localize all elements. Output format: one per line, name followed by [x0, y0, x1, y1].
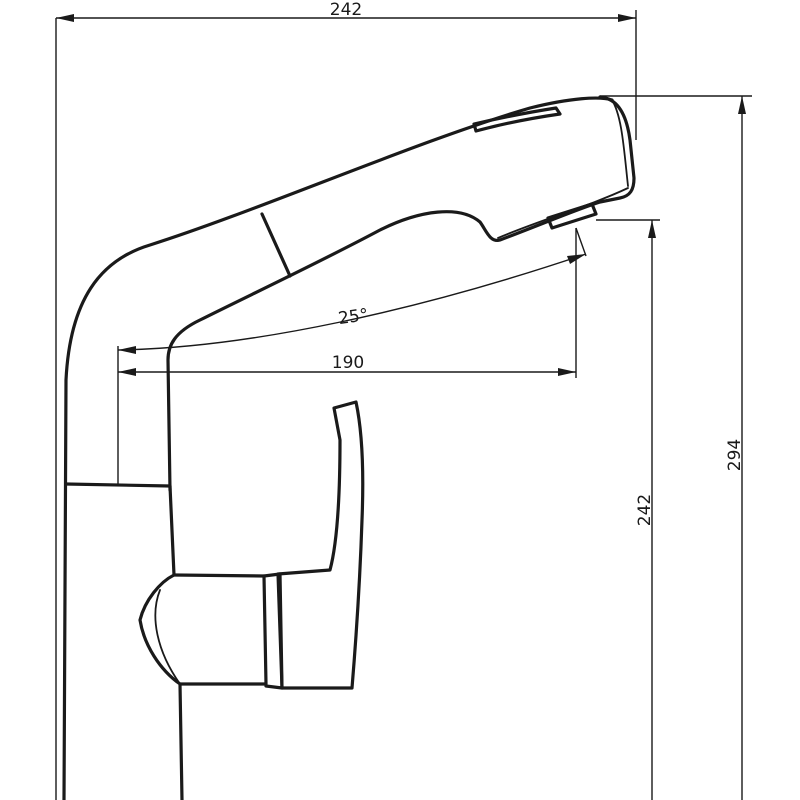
cartridge-housing-facet: [154, 589, 181, 685]
spray-head-inner-contour-2: [611, 99, 629, 187]
faucet-body-upper-curve: [62, 96, 614, 800]
dimension-spray-angle-label: 25°: [337, 305, 370, 329]
dimension-spray-angle: 25°: [117, 227, 587, 354]
faucet-outline: [62, 95, 636, 800]
dimension-overall-width: 242: [55, 0, 637, 800]
dimension-reach-label: 190: [332, 353, 364, 373]
spray-head-top-slot: [472, 106, 562, 133]
dimension-reach: 190: [117, 228, 577, 486]
faucet-body-lower: [138, 484, 184, 800]
spray-nozzle-tip: [561, 208, 581, 215]
dimension-spout-height-label: 242: [635, 494, 655, 526]
dimension-lines: 242 294 242 190: [55, 0, 752, 800]
dimension-overall-width-label: 242: [330, 0, 362, 20]
dimension-spout-height: 242: [596, 219, 660, 800]
dimension-overall-height-label: 294: [725, 439, 745, 471]
spray-head-outline: [166, 95, 636, 492]
spray-head-joint-line: [260, 212, 292, 278]
lever-handle: [276, 400, 365, 690]
spray-nozzle: [546, 202, 598, 230]
dimension-overall-height: 294: [600, 95, 752, 800]
cartridge-housing: [172, 573, 268, 686]
